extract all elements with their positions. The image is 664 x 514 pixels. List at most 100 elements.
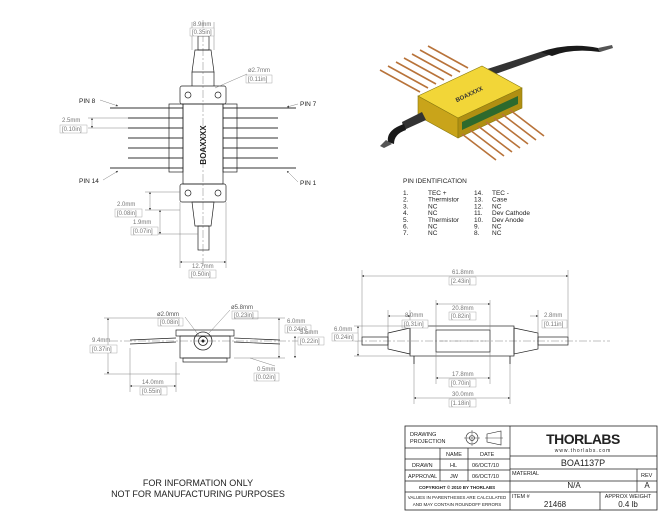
drawn-name: HL	[450, 463, 457, 469]
dim-side-60-in: [0.24in]	[334, 335, 354, 341]
pin-id-number: 8.	[474, 230, 480, 237]
notice-line1: FOR INFORMATION ONLY	[143, 478, 253, 488]
pin-id-number: 6.	[403, 224, 409, 231]
dim-width-bottom-in: [0.50in]	[191, 272, 211, 278]
drawing-projection-line1: DRAWING	[410, 432, 436, 438]
pin-id-name: Dev Cathode	[492, 210, 530, 217]
dim-140-in: [0.55in]	[142, 389, 162, 395]
dim-208-in: [0.82in]	[451, 314, 471, 320]
note-line2: AND MAY CONTAIN ROUNDOFF ERRORS	[413, 502, 502, 507]
dim-2mm-mm: 2.0mm	[117, 202, 135, 208]
dim-140-mm: 14.0mm	[142, 380, 164, 386]
top-view: BOAXXXX PIN 8 PIN 7 PIN 14 PIN 1 8.9mm […	[59, 20, 317, 279]
title-block: DRAWING PROJECTION NAME DATE DRAWN HL 06…	[404, 425, 658, 511]
dim-fiber-dia-in: [0.11in]	[248, 77, 268, 83]
thorlabs-logo: THORLABS	[546, 431, 620, 447]
part-number: BOA1137P	[561, 458, 605, 468]
dim-05-in: [0.02in]	[256, 375, 276, 381]
drawing-projection-line2: PROJECTION	[410, 439, 445, 445]
dim-pitch-in: [0.10in]	[62, 127, 82, 133]
pin-id-name: Thermistor	[428, 197, 460, 204]
dim-outer-dia-in: [0.23in]	[234, 313, 254, 319]
pin-id-name: NC	[428, 203, 438, 210]
rev-label: REV	[641, 473, 653, 479]
dim-2mm-in: [0.08in]	[117, 211, 137, 217]
dim-60-in: [0.24in]	[287, 327, 307, 333]
dim-19mm-in: [0.07in]	[133, 229, 153, 235]
item-value: 21468	[544, 500, 567, 509]
pin1-label: PIN 1	[300, 180, 317, 187]
pin-id-number: 4.	[403, 210, 409, 217]
pin-id-name: TEC +	[428, 190, 447, 197]
dim-55-mm: 5.5mm	[300, 330, 318, 336]
rev-value: A	[644, 481, 650, 490]
dim-outer-dia-mm: ø5.8mm	[231, 305, 253, 311]
dim-inner-dia-in: [0.08in]	[160, 320, 180, 326]
dim-inner-dia-mm: ø2.0mm	[157, 312, 179, 318]
pin-id-number: 10.	[474, 217, 483, 224]
dim-side-60-mm: 6.0mm	[334, 327, 352, 333]
drawn-label: DRAWN	[412, 463, 433, 469]
thorlabs-website: www.thorlabs.com	[555, 448, 612, 454]
pin8-label: PIN 8	[79, 98, 96, 105]
dim-94-mm: 9.4mm	[92, 338, 110, 344]
end-view: ø2.0mm [0.08in] ø5.8mm [0.23in] 9.4mm [0…	[89, 305, 325, 396]
pin-id-name: NC	[428, 230, 438, 237]
projection-symbol-icon	[464, 430, 503, 446]
drawn-date: 06/OCT/10	[472, 463, 499, 469]
top-view-pins	[110, 103, 296, 173]
hdr-date: DATE	[480, 452, 495, 458]
dim-178-mm: 17.8mm	[452, 372, 474, 378]
pin-identification: PIN IDENTIFICATION 1.TEC +2.Thermistor3.…	[403, 178, 530, 237]
dim-width-top-mm: 8.9mm	[193, 22, 211, 28]
notice-line2: NOT FOR MANUFACTURING PURPOSES	[111, 489, 285, 499]
weight-label: APPROX WEIGHT	[605, 494, 652, 500]
material-label: MATERIAL	[512, 471, 539, 477]
information-notice: FOR INFORMATION ONLY NOT FOR MANUFACTURI…	[111, 478, 285, 499]
dim-80-in: [0.31in]	[404, 322, 424, 328]
dim-fiber-dia-mm: ø2.7mm	[248, 68, 270, 74]
weight-value: 0.4 lb	[618, 500, 638, 509]
dim-width-top-in: [0.35in]	[192, 30, 212, 36]
copyright: COPYRIGHT © 2010 BY THORLABS	[419, 484, 495, 490]
pin-id-name: NC	[428, 224, 438, 231]
pin-id-name: Thermistor	[428, 217, 460, 224]
pin-id-name: NC	[428, 210, 438, 217]
dim-300-in: [1.18in]	[451, 401, 471, 407]
top-body-marking: BOAXXXX	[199, 125, 208, 165]
pin-id-name: NC	[492, 203, 502, 210]
pin-id-name: NC	[492, 224, 502, 231]
dim-width-bottom-mm: 12.7mm	[192, 264, 214, 270]
dim-208-mm: 20.8mm	[452, 306, 474, 312]
side-view: 61.8mm [2.43in] 8.0mm [0.31in] 20.8mm [0…	[331, 270, 610, 408]
pin14-label: PIN 14	[79, 178, 99, 185]
dim-55-in: [0.22in]	[300, 339, 320, 345]
pin-id-title: PIN IDENTIFICATION	[403, 178, 467, 185]
pin-id-number: 7.	[403, 230, 409, 237]
dim-60-mm: 6.0mm	[287, 319, 305, 325]
approval-name: JW	[450, 474, 459, 480]
pin7-label: PIN 7	[300, 101, 317, 108]
dim-28-in: [0.11in]	[544, 322, 564, 328]
pin-id-name: Dev Anode	[492, 217, 524, 224]
material-value: N/A	[567, 481, 581, 490]
pin-id-number: 5.	[403, 217, 409, 224]
dim-178-in: [0.70in]	[451, 381, 471, 387]
approval-label: APPROVAL	[408, 474, 437, 480]
pin-id-number: 12.	[474, 203, 483, 210]
dim-overall-mm: 61.8mm	[452, 270, 474, 276]
note-line1: VALUES IN PARENTHESES ARE CALCULATED	[408, 495, 507, 500]
dim-80-mm: 8.0mm	[405, 313, 423, 319]
dim-05-mm: 0.5mm	[257, 367, 275, 373]
pin-id-number: 3.	[403, 203, 409, 210]
pin-id-number: 14.	[474, 190, 483, 197]
dim-overall-in: [2.43in]	[451, 279, 471, 285]
dim-300-mm: 30.0mm	[452, 392, 474, 398]
item-label: ITEM #	[512, 494, 531, 500]
approval-date: 06/OCT/10	[472, 474, 499, 480]
pin-id-name: NC	[492, 230, 502, 237]
pin-id-number: 13.	[474, 197, 483, 204]
pin-id-name: TEC -	[492, 190, 509, 197]
pin-id-number: 9.	[474, 224, 480, 231]
